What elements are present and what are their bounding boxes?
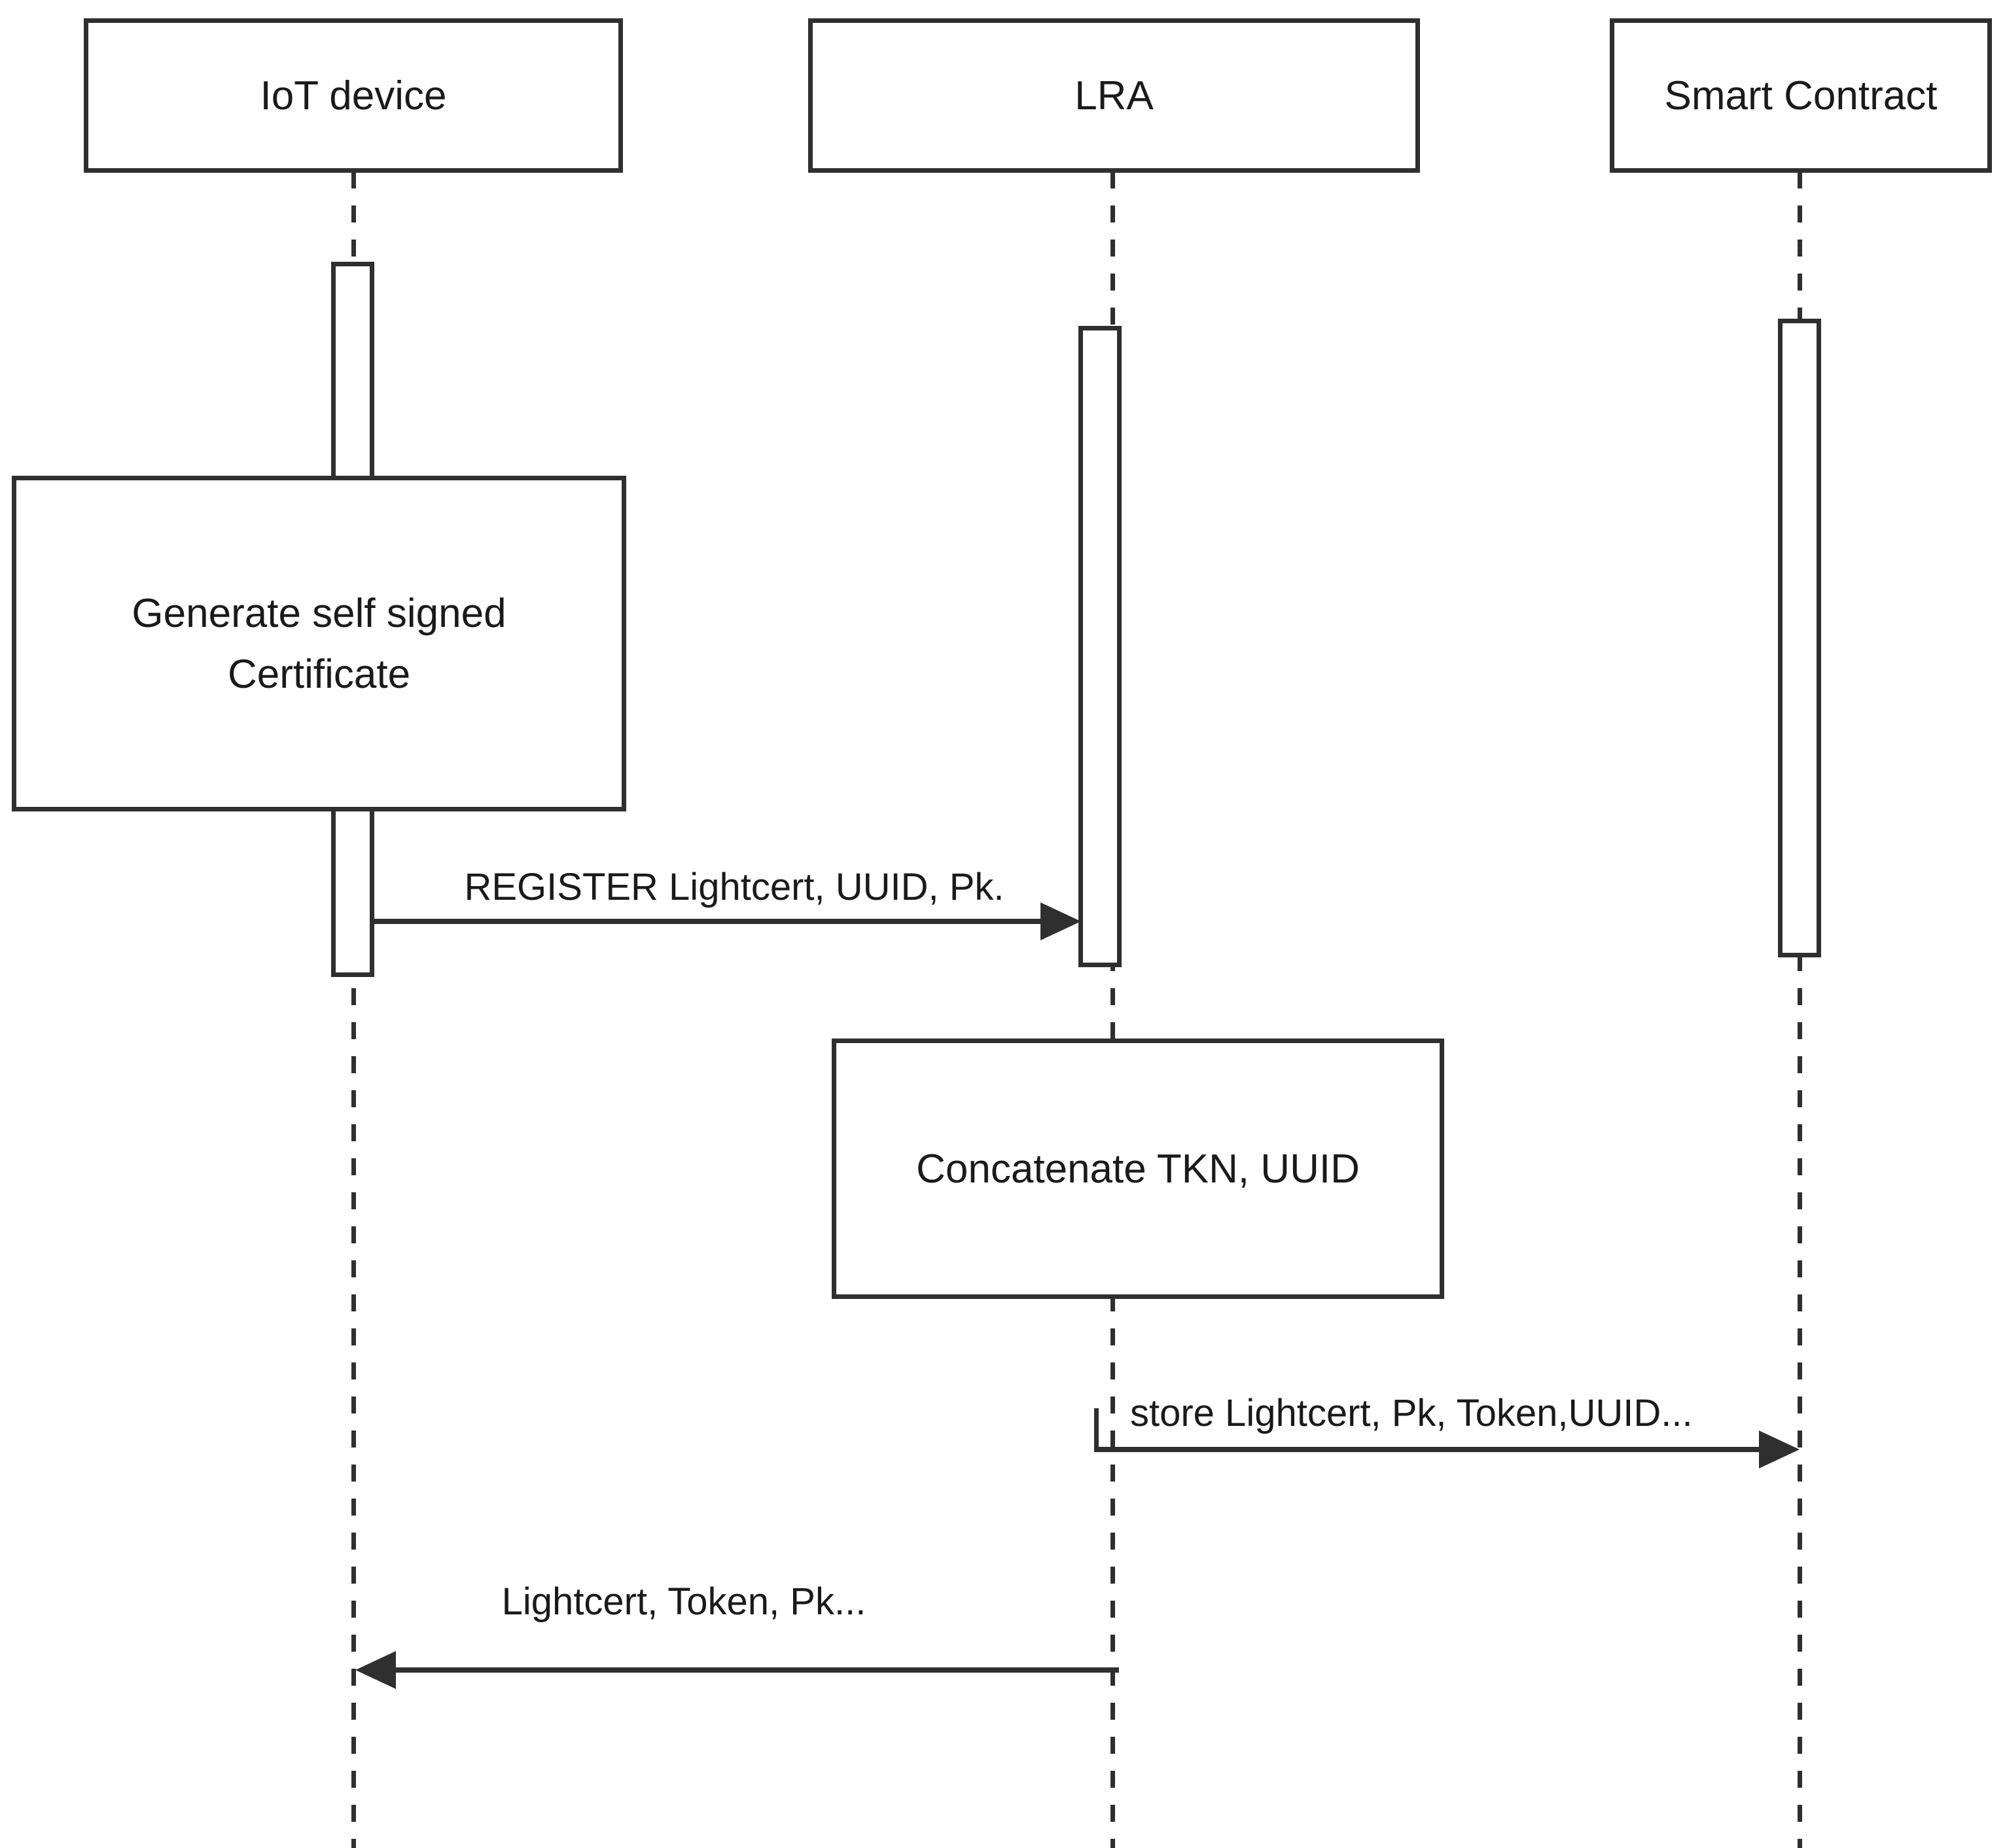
actor-label-lra: LRA — [1074, 73, 1154, 118]
action-box-generate-certificate: Generate self signed Certificate — [12, 476, 626, 811]
arrowhead-right-icon — [1759, 1430, 1800, 1468]
lifeline-iot-device — [351, 171, 356, 1848]
action-text-line: Concatenate TKN, UUID — [916, 1146, 1360, 1192]
message-tail-bracket — [1094, 1408, 1099, 1452]
activation-bar-lra — [1078, 326, 1122, 967]
actor-box-iot-device: IoT device — [84, 18, 623, 173]
actor-label-iot-device: IoT device — [260, 73, 447, 118]
arrowhead-left-icon — [355, 1651, 396, 1689]
action-text-line: Certificate — [227, 651, 411, 697]
message-label-return: Lightcert, Token, Pk... — [501, 1580, 866, 1623]
arrowhead-right-icon — [1040, 902, 1081, 940]
message-line-store — [1094, 1447, 1760, 1452]
actor-box-smart-contract: Smart Contract — [1610, 18, 1992, 173]
action-box-concatenate: Concatenate TKN, UUID — [832, 1039, 1444, 1299]
message-line-return — [393, 1667, 1119, 1673]
actor-box-lra: LRA — [808, 18, 1420, 173]
message-label-store: store Lightcert, Pk, Token,UUID... — [1130, 1392, 1693, 1434]
actor-label-smart-contract: Smart Contract — [1664, 73, 1938, 118]
lifeline-smart-contract — [1798, 171, 1802, 1848]
activation-bar-smart-contract — [1778, 319, 1821, 957]
lifeline-lra — [1110, 171, 1115, 1848]
message-label-register: REGISTER Lightcert, UUID, Pk. — [464, 866, 1004, 908]
action-text-line: Generate self signed — [132, 590, 506, 636]
message-line-register — [374, 919, 1043, 924]
